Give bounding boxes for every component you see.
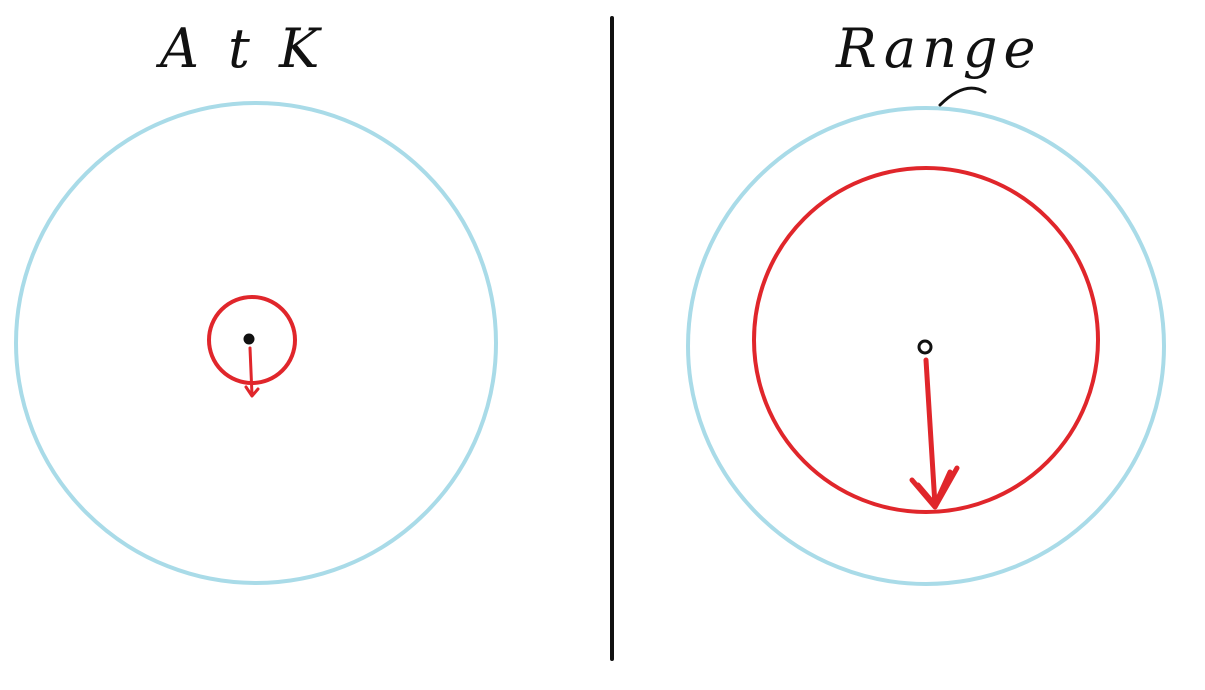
right-outer-ring (686, 106, 1166, 586)
left-small-arrow (244, 346, 260, 398)
right-panel-title: Range (836, 17, 1042, 80)
right-range-arrow (909, 357, 960, 510)
left-panel-title: A t K (160, 17, 326, 80)
right-center-point (917, 339, 933, 355)
right-title-swash (938, 86, 987, 107)
left-outer-ring (14, 101, 498, 585)
left-center-point (243, 333, 255, 345)
right-inner-ring (752, 166, 1100, 514)
